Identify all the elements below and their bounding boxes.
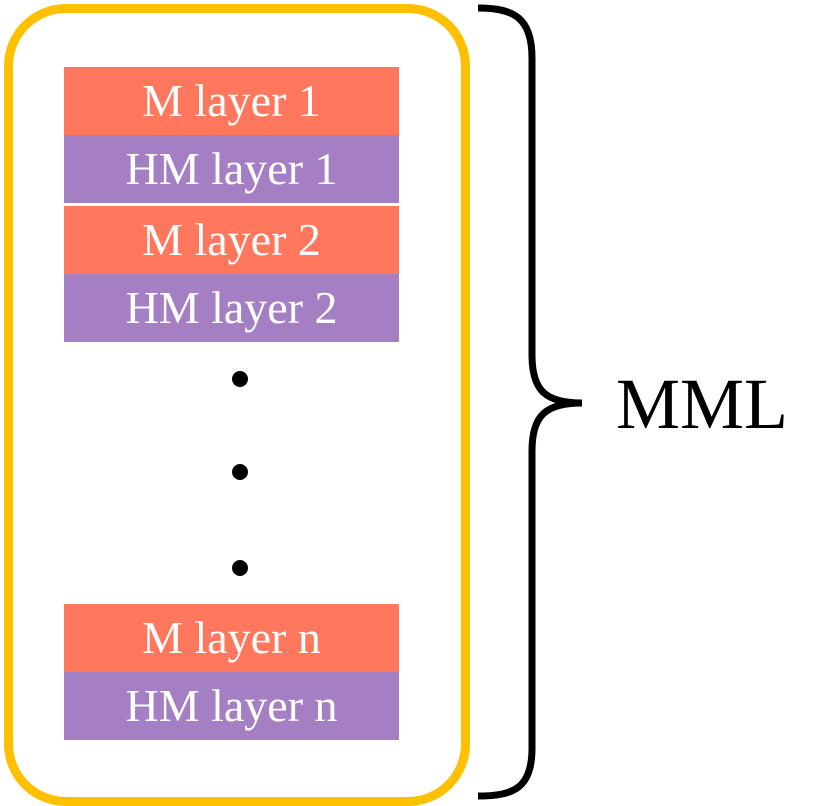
layer-m-n: M layer n <box>64 604 399 672</box>
layer-m-1: M layer 1 <box>64 67 399 135</box>
layer-hm-n: HM layer n <box>64 672 399 740</box>
curly-brace-icon <box>477 4 583 800</box>
ellipsis-dot <box>232 371 248 387</box>
multilayer-frame <box>4 4 470 806</box>
mml-label: MML <box>616 364 789 444</box>
ellipsis-dot <box>232 560 248 576</box>
layer-hm-2: HM layer 2 <box>64 274 399 342</box>
layer-hm-1: HM layer 1 <box>64 135 399 203</box>
ellipsis-dot <box>232 464 248 480</box>
layer-m-2: M layer 2 <box>64 206 399 274</box>
